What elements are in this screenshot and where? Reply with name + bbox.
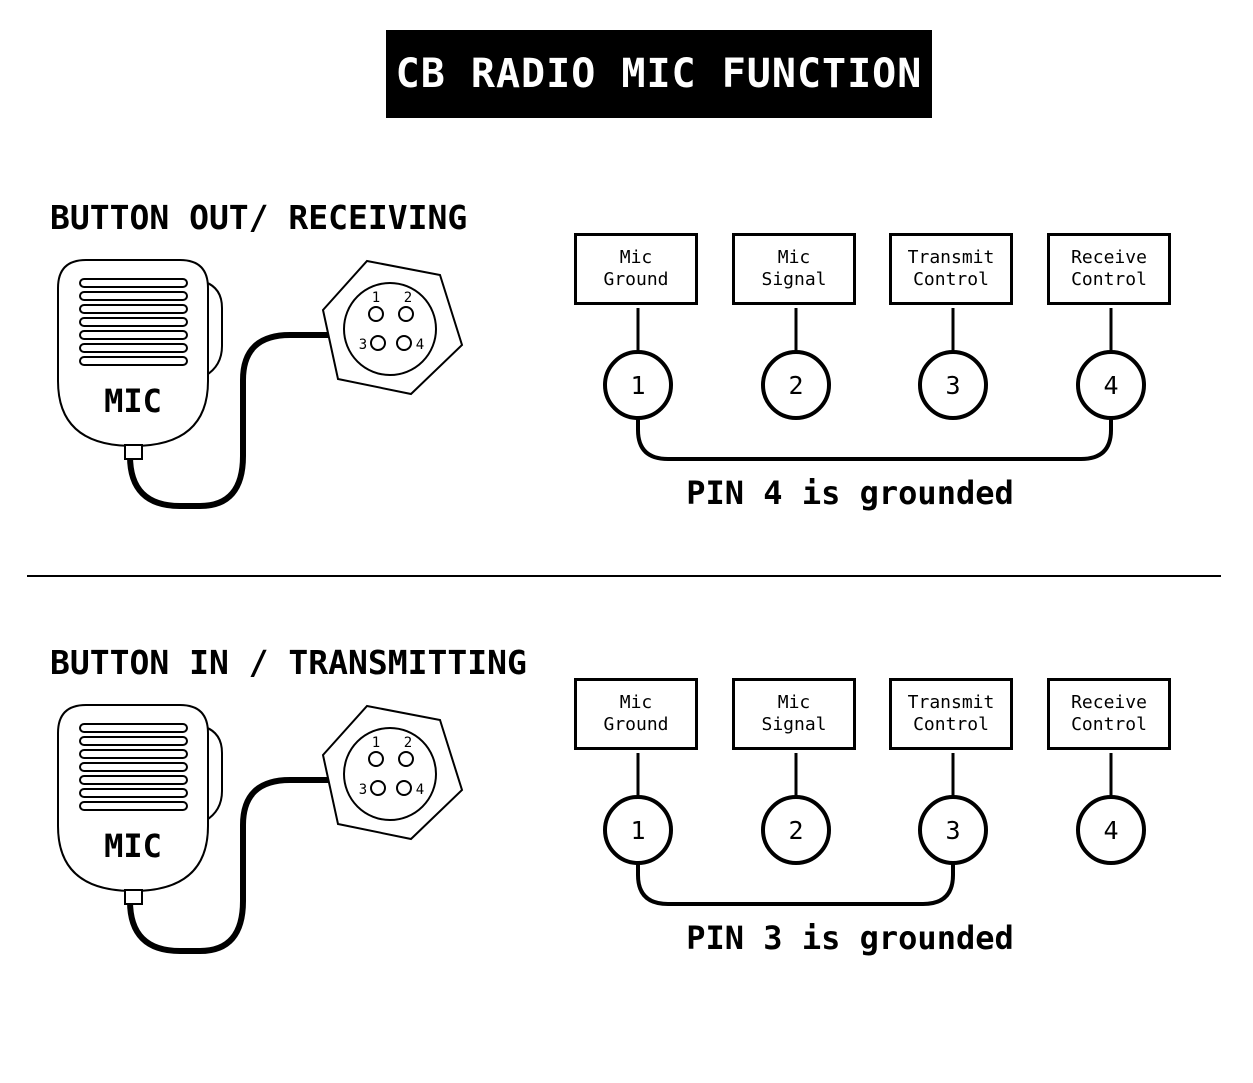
pin-label-box-2: Mic Signal [732, 233, 856, 305]
pin-label-box-3: Transmit Control [889, 233, 1013, 305]
pin-circle-4 [1076, 350, 1146, 420]
connector-pin-label: 3 [359, 337, 367, 353]
connector-pin-label: 1 [372, 735, 380, 751]
mic-cord [127, 332, 330, 509]
mic-grille [79, 723, 188, 811]
pin-label-line: Transmit [907, 247, 995, 268]
pin-label-box-4: Receive Control [1047, 233, 1171, 305]
section-transmitting-drawing: MIC 1 2 3 4 1 2 3 [57, 704, 1146, 954]
pin-label-line: Mic [777, 692, 811, 713]
pin-label-line: Control [1071, 269, 1147, 290]
pin-label-line: Mic [777, 247, 811, 268]
connector-pin-label: 3 [359, 782, 367, 798]
connector-face [343, 282, 437, 376]
pin-number: 1 [630, 371, 645, 400]
pin-label-line: Transmit [907, 692, 995, 713]
pin-label-line: Signal [761, 714, 827, 735]
pin-label-box-4: Receive Control [1047, 678, 1171, 750]
section-receiving: MIC 1 2 3 4 1 [0, 198, 1253, 638]
mic-label: MIC [104, 382, 162, 420]
pin-number: 1 [630, 816, 645, 845]
mic-clip [204, 280, 223, 378]
pin-label-line: Control [913, 269, 989, 290]
section-heading: BUTTON IN / TRANSMITTING [50, 643, 527, 682]
pin-circle-3 [918, 350, 988, 420]
pin-circle-3 [918, 795, 988, 865]
diagram-title: CB RADIO MIC FUNCTION [386, 30, 932, 118]
pin-circle-1 [603, 350, 673, 420]
pin-label-box-2: Mic Signal [732, 678, 856, 750]
pin-label-box-1: Mic Ground [574, 678, 698, 750]
pin-number: 4 [1103, 371, 1118, 400]
grounded-status: PIN 4 is grounded [686, 474, 1014, 512]
pin-label-line: Mic [619, 692, 653, 713]
pin-stems [636, 753, 1113, 798]
connector-pin-label: 4 [416, 337, 424, 353]
pin-label-box-3: Transmit Control [889, 678, 1013, 750]
pin-number: 2 [788, 816, 803, 845]
pin-stems [636, 308, 1113, 353]
pin-label-line: Control [1071, 714, 1147, 735]
pin-label-line: Receive [1071, 247, 1147, 268]
connector-pin-holes [368, 751, 414, 796]
mic-grille [79, 278, 188, 366]
section-transmitting: MIC 1 2 3 4 1 2 3 [0, 643, 1253, 1083]
ground-bridge [636, 864, 955, 906]
connector-face [343, 727, 437, 821]
pin-label-line: Control [913, 714, 989, 735]
section-heading: BUTTON OUT/ RECEIVING [50, 198, 468, 237]
section-divider [27, 575, 1221, 577]
pin-number: 4 [1103, 816, 1118, 845]
pin-label-line: Ground [603, 714, 669, 735]
connector-pin-label: 1 [372, 290, 380, 306]
connector-pin-holes [368, 306, 414, 351]
pin-circle-2 [761, 350, 831, 420]
pin-label-line: Receive [1071, 692, 1147, 713]
connector-pin-label: 2 [404, 290, 412, 306]
grounded-status: PIN 3 is grounded [686, 919, 1014, 957]
mic-cord-strain-relief [124, 444, 143, 460]
pin-label-line: Mic [619, 247, 653, 268]
pin-label-line: Ground [603, 269, 669, 290]
pin-number: 3 [945, 371, 960, 400]
pin-circle-1 [603, 795, 673, 865]
connector-pin-label: 4 [416, 782, 424, 798]
ground-bridge [636, 419, 1113, 461]
mic-cord [127, 777, 330, 954]
connector-pin-label: 2 [404, 735, 412, 751]
pin-label-line: Signal [761, 269, 827, 290]
pin-number: 3 [945, 816, 960, 845]
pin-label-box-1: Mic Ground [574, 233, 698, 305]
pin-circle-2 [761, 795, 831, 865]
pin-circle-4 [1076, 795, 1146, 865]
mic-label: MIC [104, 827, 162, 865]
mic-clip [204, 725, 223, 823]
section-receiving-drawing: MIC 1 2 3 4 1 [57, 259, 1146, 509]
mic-cord-strain-relief [124, 889, 143, 905]
pin-number: 2 [788, 371, 803, 400]
